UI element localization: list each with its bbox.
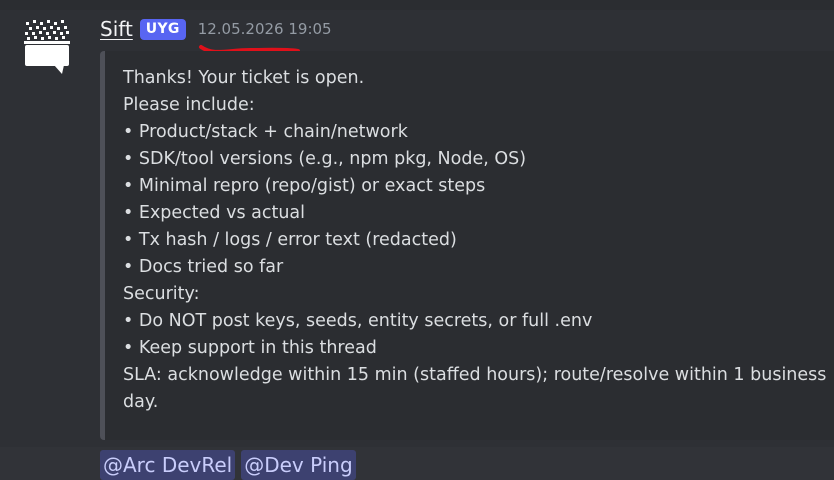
server-tag-badge[interactable]: UYG: [139, 18, 186, 40]
previous-message-strip: [0, 0, 834, 10]
embed-line: Security:: [123, 284, 200, 304]
mentions-row: @Arc DevRel @Dev Ping: [0, 447, 834, 480]
chat-message: Sift UYG 12.05.2026 19:05 Thanks! Your t…: [0, 10, 834, 447]
embed-line: • Tx hash / logs / error text (redacted): [123, 230, 457, 250]
sift-logo-icon[interactable]: [24, 20, 70, 80]
message-header: Sift UYG 12.05.2026 19:05: [100, 14, 332, 44]
embed-line: • SDK/tool versions (e.g., npm pkg, Node…: [123, 149, 527, 169]
embed-line: • Minimal repro (repo/gist) or exact ste…: [123, 176, 486, 196]
embed-line: • Docs tried so far: [123, 257, 284, 277]
embed-line: day.: [123, 392, 159, 412]
embed-line: • Do NOT post keys, seeds, entity secret…: [123, 311, 593, 331]
embed-line: • Expected vs actual: [123, 203, 306, 223]
embed-line: • Keep support in this thread: [123, 338, 377, 358]
message-embed: Thanks! Your ticket is open. Please incl…: [100, 51, 834, 440]
embed-line: Thanks! Your ticket is open.: [123, 68, 365, 88]
message-timestamp[interactable]: 12.05.2026 19:05: [197, 20, 332, 38]
role-mention-arc-devrel[interactable]: @Arc DevRel: [100, 450, 236, 480]
role-mention-dev-ping[interactable]: @Dev Ping: [241, 450, 356, 480]
embed-line: SLA: acknowledge within 15 min (staffed …: [123, 365, 827, 385]
embed-content: Thanks! Your ticket is open. Please incl…: [123, 65, 826, 416]
author-name[interactable]: Sift: [100, 17, 133, 41]
embed-line: • Product/stack + chain/network: [123, 122, 408, 142]
embed-line: Please include:: [123, 95, 255, 115]
